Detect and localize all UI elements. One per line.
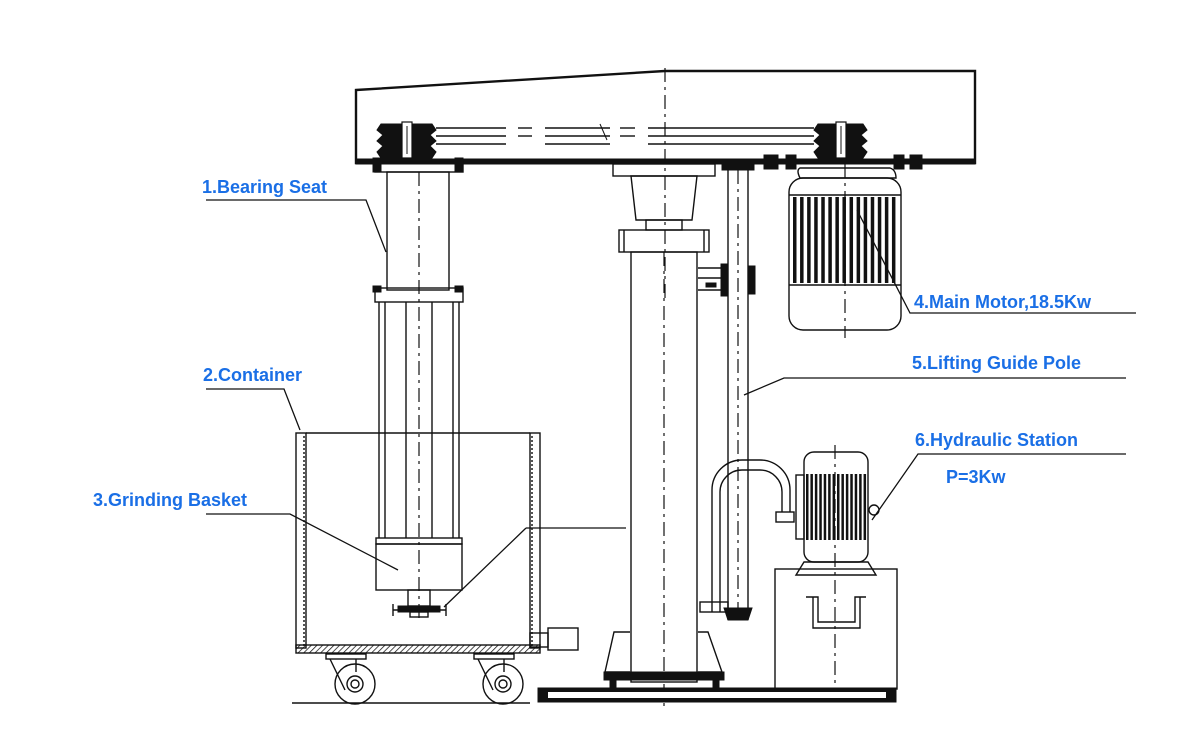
fin [814,474,818,540]
motor-cooling-fins [793,197,896,283]
right-pulley [813,121,868,159]
fin [863,474,867,540]
fin [884,197,889,283]
fin [837,474,840,540]
label-grinding-basket: 3.Grinding Basket [93,490,248,510]
fin [835,197,839,283]
hydraulic-hose [699,459,795,613]
fin [810,474,813,540]
shaft-tube [378,302,460,538]
bearing-seat [372,157,464,620]
fin [819,474,822,540]
left-pulley [376,121,437,159]
fin [859,474,862,540]
label-container: 2.Container [203,365,303,385]
label-hydraulic-power: P=3Kw [946,467,1006,487]
fin [821,197,825,283]
base-plate [537,687,897,703]
main-motor [763,154,923,338]
fin [832,474,836,540]
label-bearing-seat: 1.Bearing Seat [202,177,328,197]
drive-belts [436,123,814,145]
fin [856,197,861,283]
fin [850,474,853,540]
fin [863,197,868,283]
fin [793,197,797,283]
caster-left [325,653,376,705]
leader-lines [206,199,1136,608]
pump-motor-fins [806,474,867,540]
grinding-basket [375,537,463,618]
fin [823,474,827,540]
fin [828,197,832,283]
fin [841,474,844,540]
label-hydraulic-station: 6.Hydraulic Station [915,430,1079,450]
lifting-column [603,163,725,710]
fin [814,197,818,283]
hydraulic-station [774,445,898,690]
fin [877,197,882,283]
fin [800,197,804,283]
fin [891,197,896,283]
fin [854,474,858,540]
label-main-motor: 4.Main Motor,18.5Kw [914,292,1092,312]
fin [842,197,846,283]
fin [806,474,809,540]
lifting-guide-pole [698,161,756,621]
caster-right [473,653,524,705]
fin [807,197,811,283]
container [295,432,579,654]
fin [849,197,854,283]
label-lifting-guide-pole: 5.Lifting Guide Pole [912,353,1082,373]
fin [845,474,849,540]
fin [828,474,831,540]
